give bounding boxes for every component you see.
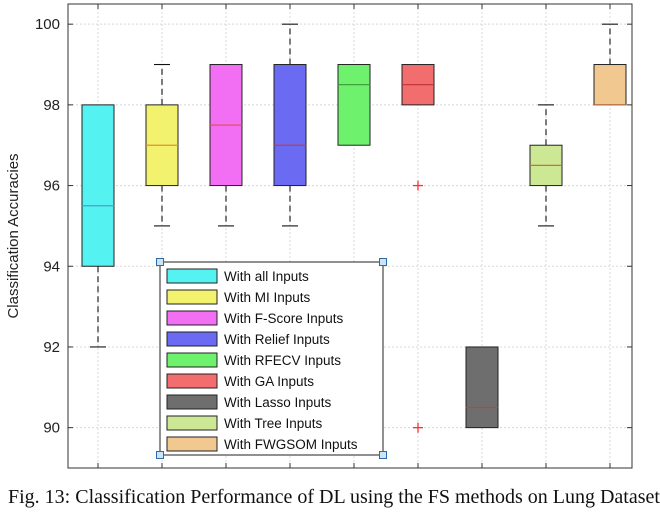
box-5 — [337, 64, 371, 146]
legend-swatch — [166, 331, 218, 347]
box-6 — [401, 64, 435, 433]
y-tick-label: 96 — [43, 178, 60, 195]
legend-label: With Lasso Inputs — [224, 395, 332, 410]
box-3 — [209, 64, 243, 227]
y-axis-ticks: 90 92 94 96 98 100 — [35, 4, 632, 468]
box-iqr — [337, 64, 371, 146]
legend-swatch — [166, 373, 218, 389]
legend-selection-handle — [379, 451, 387, 459]
legend-swatch — [166, 289, 218, 305]
y-tick-label: 92 — [43, 339, 60, 356]
box-2 — [145, 63, 179, 227]
box-4 — [273, 23, 307, 227]
y-tick-label: 98 — [43, 97, 60, 114]
figure-caption: Fig. 13: Classification Performance of D… — [8, 486, 660, 508]
box-iqr — [273, 64, 307, 187]
legend-swatch — [166, 352, 218, 368]
legend-label: With RFECV Inputs — [224, 353, 341, 368]
legend-label: With Relief Inputs — [224, 332, 330, 347]
legend-swatch — [166, 310, 218, 326]
boxes — [81, 23, 627, 433]
legend-swatch — [166, 436, 218, 452]
legend-selection-handle — [156, 451, 164, 459]
legend-label: With Tree Inputs — [224, 416, 323, 431]
legend-selection-handle — [379, 258, 387, 266]
box-7 — [465, 346, 499, 429]
legend-swatch — [166, 268, 218, 284]
y-axis-title: Classification Accuracies — [5, 153, 22, 318]
plot-frame — [67, 3, 633, 469]
legend-label: With all Inputs — [224, 269, 309, 284]
box-1 — [81, 104, 115, 348]
box-iqr — [465, 346, 499, 429]
y-tick-label: 100 — [35, 16, 60, 33]
legend-label: With GA Inputs — [224, 374, 314, 389]
legend-swatch — [166, 415, 218, 431]
y-tick-label: 94 — [43, 258, 60, 275]
legend-label: With F-Score Inputs — [224, 311, 344, 326]
y-tick-label: 90 — [43, 420, 60, 437]
legend-swatch — [166, 394, 218, 410]
legend-selection-handle — [156, 258, 164, 266]
box-iqr — [593, 64, 627, 106]
box-iqr — [81, 104, 115, 267]
legend-label: With MI Inputs — [224, 290, 311, 305]
box-8 — [529, 104, 563, 227]
box-9 — [593, 23, 627, 106]
legend-label: With FWGSOM Inputs — [224, 437, 358, 452]
